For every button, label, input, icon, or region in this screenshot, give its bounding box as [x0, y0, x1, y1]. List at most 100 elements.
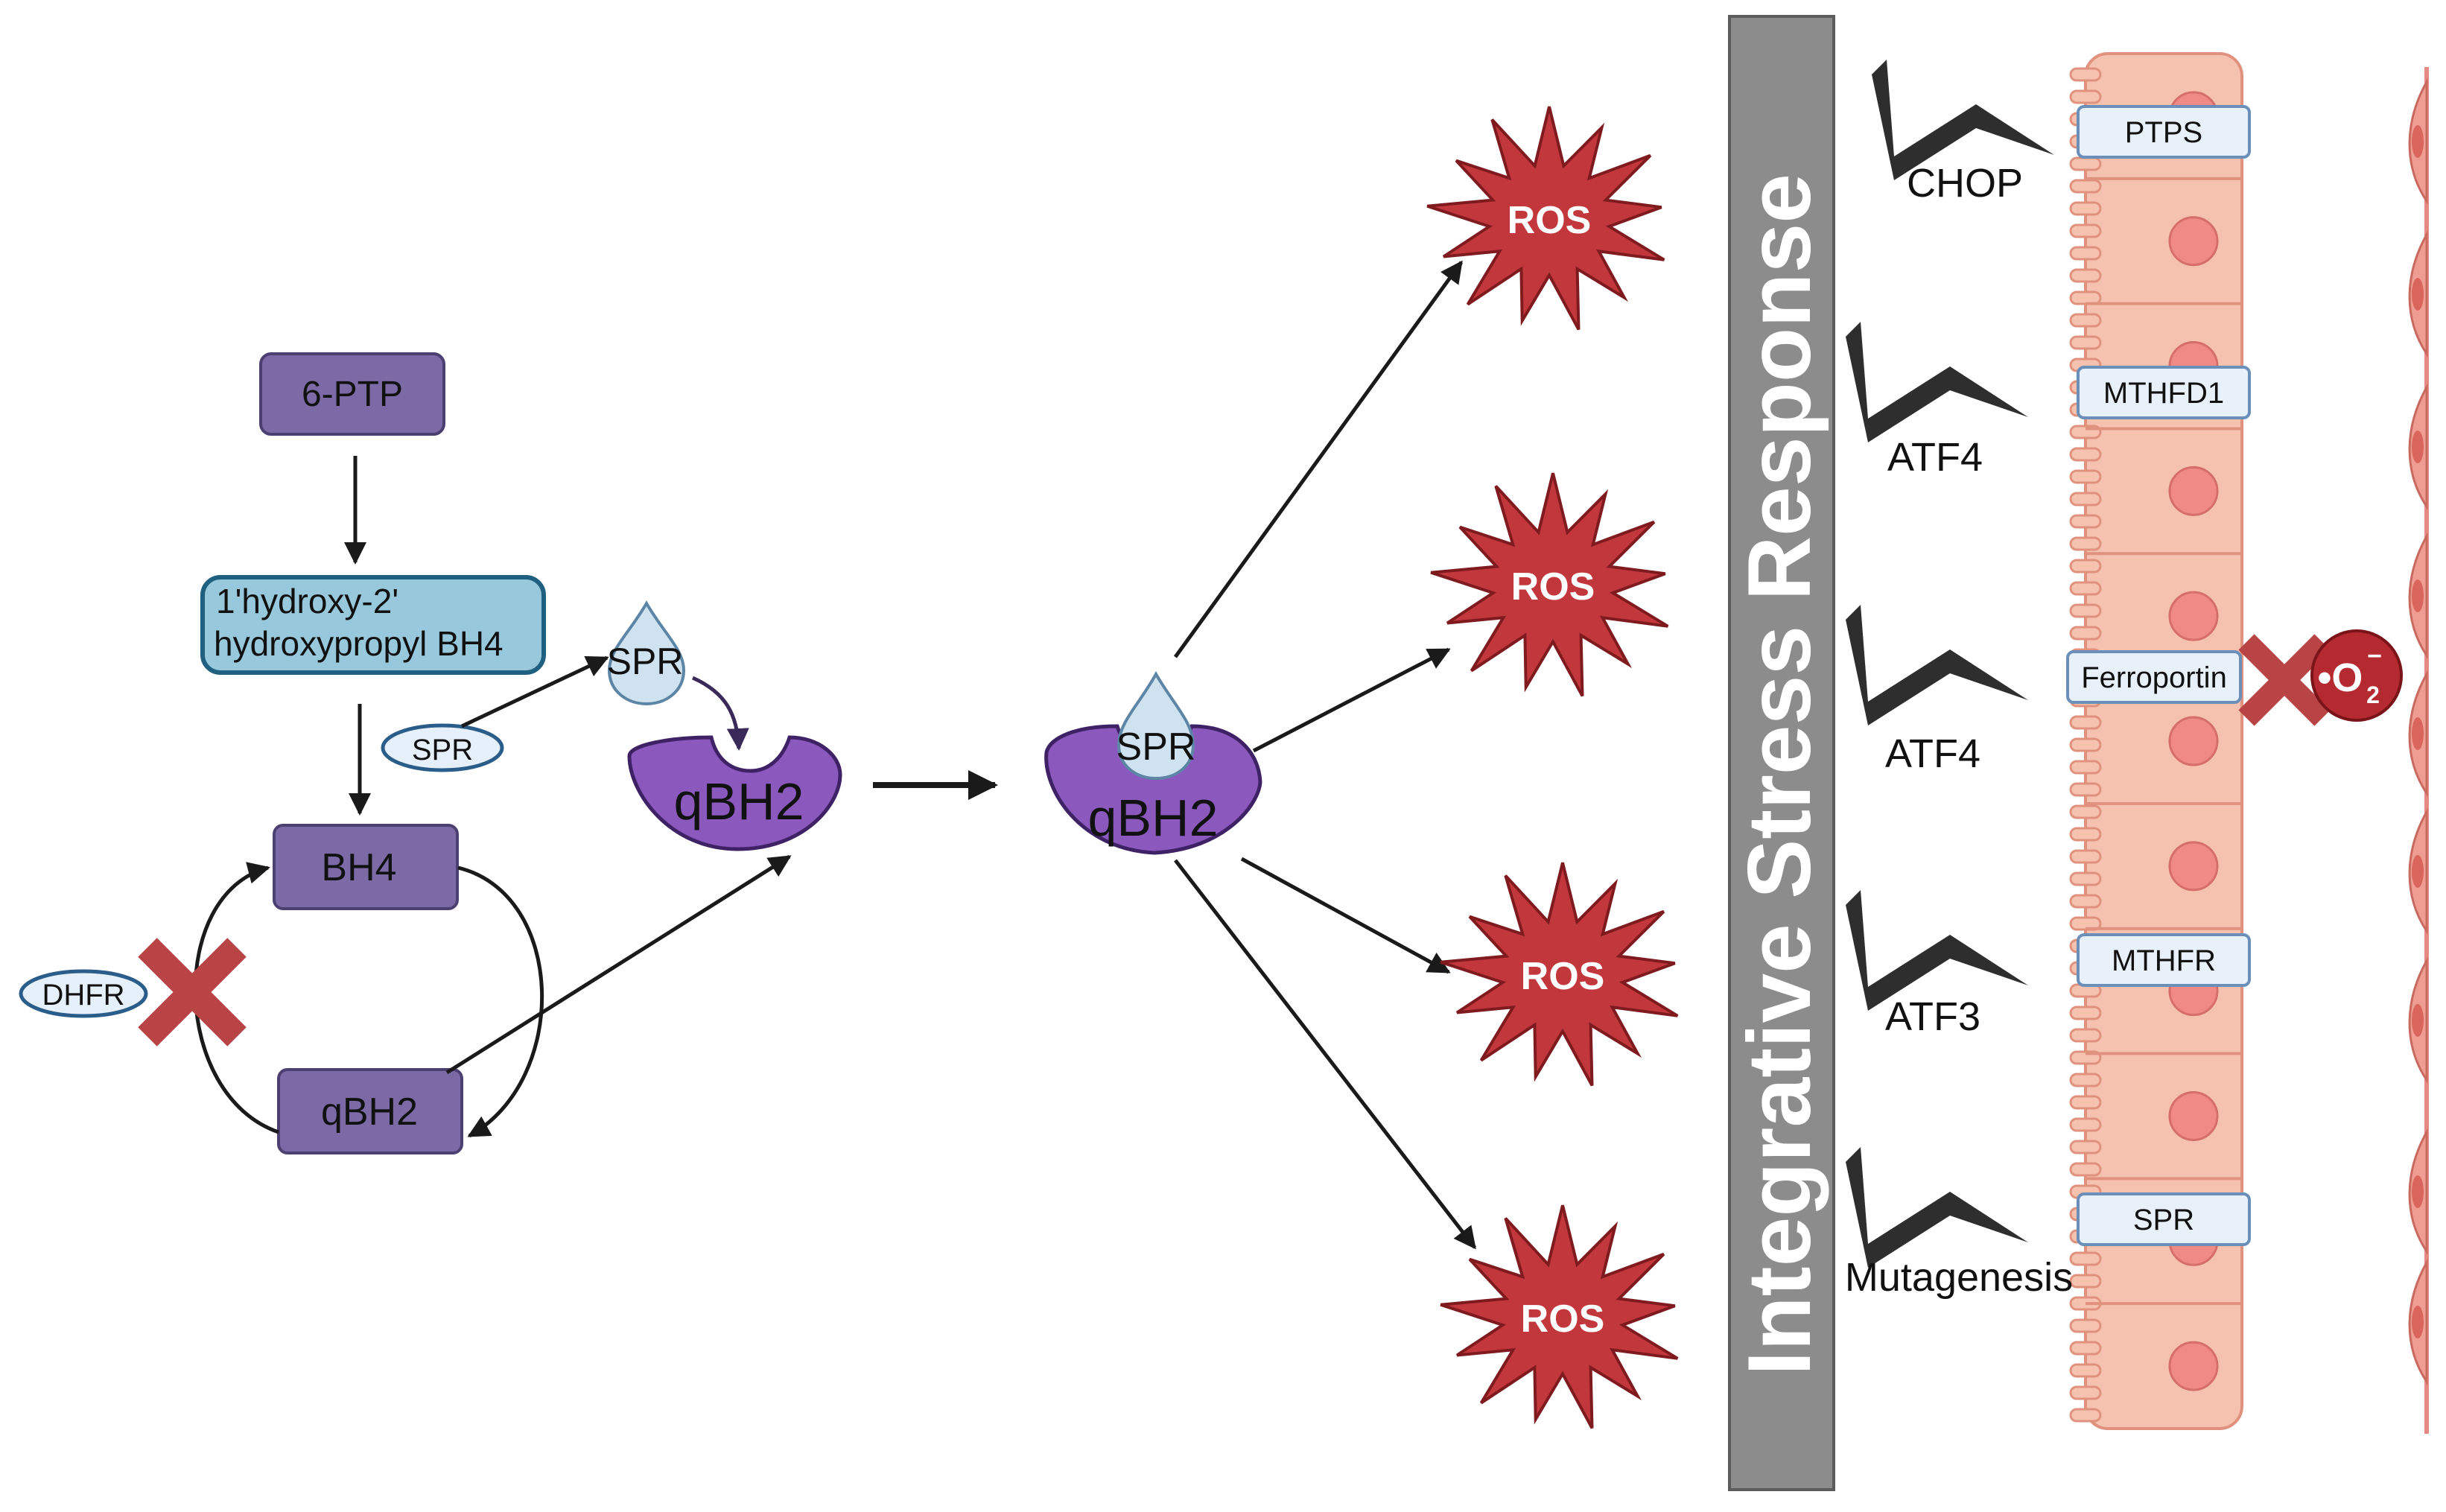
- spr-oval: SPR: [381, 723, 504, 772]
- cell-nucleus: [2168, 1341, 2219, 1391]
- ros-label: ROS: [1508, 199, 1592, 242]
- target-box: Ferroportin: [2066, 650, 2242, 704]
- microvillus: [2069, 559, 2102, 574]
- target-label: MTHFR: [2112, 944, 2216, 977]
- endothelial-cell: [2408, 77, 2428, 206]
- microvillus: [2069, 1095, 2102, 1110]
- microvillus: [2069, 894, 2102, 909]
- endothelial-cell: [2408, 383, 2428, 511]
- microvillus: [2069, 804, 2102, 819]
- cell-nucleus: [2168, 716, 2219, 766]
- target-box: SPR: [2077, 1192, 2251, 1246]
- qbh2-box: qBH2: [277, 1068, 463, 1154]
- ros-burst-1: ROS: [1426, 106, 1665, 331]
- endothelial-cell-column: [2408, 67, 2429, 1434]
- cell-nucleus: [2168, 591, 2219, 641]
- cell-nucleus: [2168, 466, 2219, 516]
- superoxide-icon: •O 2 −: [2310, 629, 2403, 722]
- microvillus: [2069, 1363, 2102, 1378]
- microvillus: [2069, 335, 2102, 350]
- lightning-bolt-icon: [1846, 890, 2028, 1011]
- ros-burst-4: ROS: [1440, 1204, 1679, 1429]
- microvillus: [2069, 268, 2102, 283]
- factor-label: Mutagenesis: [1845, 1255, 2073, 1300]
- microvillus: [2069, 871, 2102, 886]
- microvillus: [2069, 156, 2102, 171]
- arrow-to-ros-4: [1174, 859, 1476, 1250]
- lightning-bolt-icon: [1846, 1147, 2028, 1268]
- microvillus: [2069, 1073, 2102, 1087]
- bh4-label: BH4: [321, 846, 396, 889]
- qbh2-center-label: qBH2: [1087, 789, 1218, 847]
- spr-binding-arrow: [691, 676, 749, 751]
- lightning-bolt-icon: [1846, 605, 2028, 725]
- microvillus: [2069, 1341, 2102, 1356]
- signal-bolts: [1846, 60, 2054, 1268]
- microvillus: [2069, 1028, 2102, 1043]
- microvillus: [2069, 715, 2102, 730]
- endothelial-cell: [2408, 670, 2428, 798]
- endothelial-cell: [2408, 956, 2428, 1084]
- target-label: MTHFD1: [2103, 377, 2224, 410]
- ros-burst-2: ROS: [1430, 472, 1669, 697]
- qbh2-enzyme-left: qBH2: [627, 735, 842, 851]
- target-label: PTPS: [2125, 116, 2202, 149]
- microvillus: [2069, 1408, 2102, 1423]
- spr-drop-icon: SPR: [607, 600, 686, 706]
- arrow-to-ros-3: [1240, 857, 1451, 974]
- stress-bar-label: Integrative Stress Response: [1729, 174, 1829, 1376]
- microvillus: [2069, 1162, 2102, 1177]
- cell-nucleus: [2168, 216, 2219, 267]
- spr-oval-label: SPR: [412, 734, 473, 766]
- target-box: PTPS: [2077, 105, 2251, 159]
- ptp-box: 6-PTP: [259, 352, 445, 436]
- intermediate-box: 1'hydroxy-2' hydroxypropyl BH4: [200, 575, 546, 675]
- factor-label: ATF3: [1885, 994, 1980, 1039]
- ros-label: ROS: [1521, 955, 1605, 998]
- microvillus: [2069, 626, 2102, 641]
- microvillus: [2069, 737, 2102, 752]
- microvillus: [2069, 313, 2102, 328]
- microvillus: [2069, 67, 2102, 82]
- intermediate-label-line2: hydroxypropyl BH4: [214, 624, 504, 663]
- microvillus: [2069, 469, 2102, 484]
- microvillus: [2069, 1274, 2102, 1289]
- qbh2-enzyme-center: qBH2: [1044, 724, 1262, 855]
- arrow-to-ros-1: [1173, 260, 1464, 658]
- microvillus: [2069, 1385, 2102, 1400]
- integrative-stress-bar: Integrative Stress Response: [1728, 15, 1835, 1491]
- intermediate-label-line1: 1'hydroxy-2': [216, 582, 398, 620]
- cell-nucleus: [2168, 841, 2219, 892]
- bh4-to-qbh2-arrow: [457, 865, 544, 1138]
- endothelial-cell: [2408, 807, 2428, 936]
- microvillus: [2069, 581, 2102, 596]
- microvillus: [2069, 223, 2102, 238]
- microvillus: [2069, 782, 2102, 797]
- microvillus: [2069, 603, 2102, 618]
- endothelial-cell: [2408, 1258, 2428, 1386]
- target-label: Ferroportin: [2081, 661, 2227, 694]
- target-box: MTHFR: [2077, 933, 2251, 987]
- cell-nucleus: [2168, 1090, 2219, 1141]
- spr-drop-label: SPR: [607, 641, 684, 682]
- dhfr-oval: DHFR: [19, 969, 148, 1018]
- microvillus: [2069, 447, 2102, 462]
- ros-label: ROS: [1521, 1297, 1605, 1341]
- microvillus: [2069, 89, 2102, 104]
- qbh2-enzyme-left-label: qBH2: [673, 772, 804, 830]
- ros-group: ROS ROS ROS ROS: [1426, 106, 1679, 1429]
- superoxide-superscript: −: [2367, 642, 2382, 670]
- microvillus: [2069, 179, 2102, 194]
- microvillus: [2069, 201, 2102, 216]
- spr-center-label: SPR: [1116, 725, 1196, 769]
- endothelial-cell: [2408, 230, 2428, 358]
- lightning-bolt-icon: [1872, 60, 2054, 180]
- microvillus: [2069, 492, 2102, 506]
- microvillus: [2069, 246, 2102, 261]
- ptp-label: 6-PTP: [302, 375, 403, 414]
- microvillus: [2069, 1251, 2102, 1266]
- microvillus: [2069, 1140, 2102, 1154]
